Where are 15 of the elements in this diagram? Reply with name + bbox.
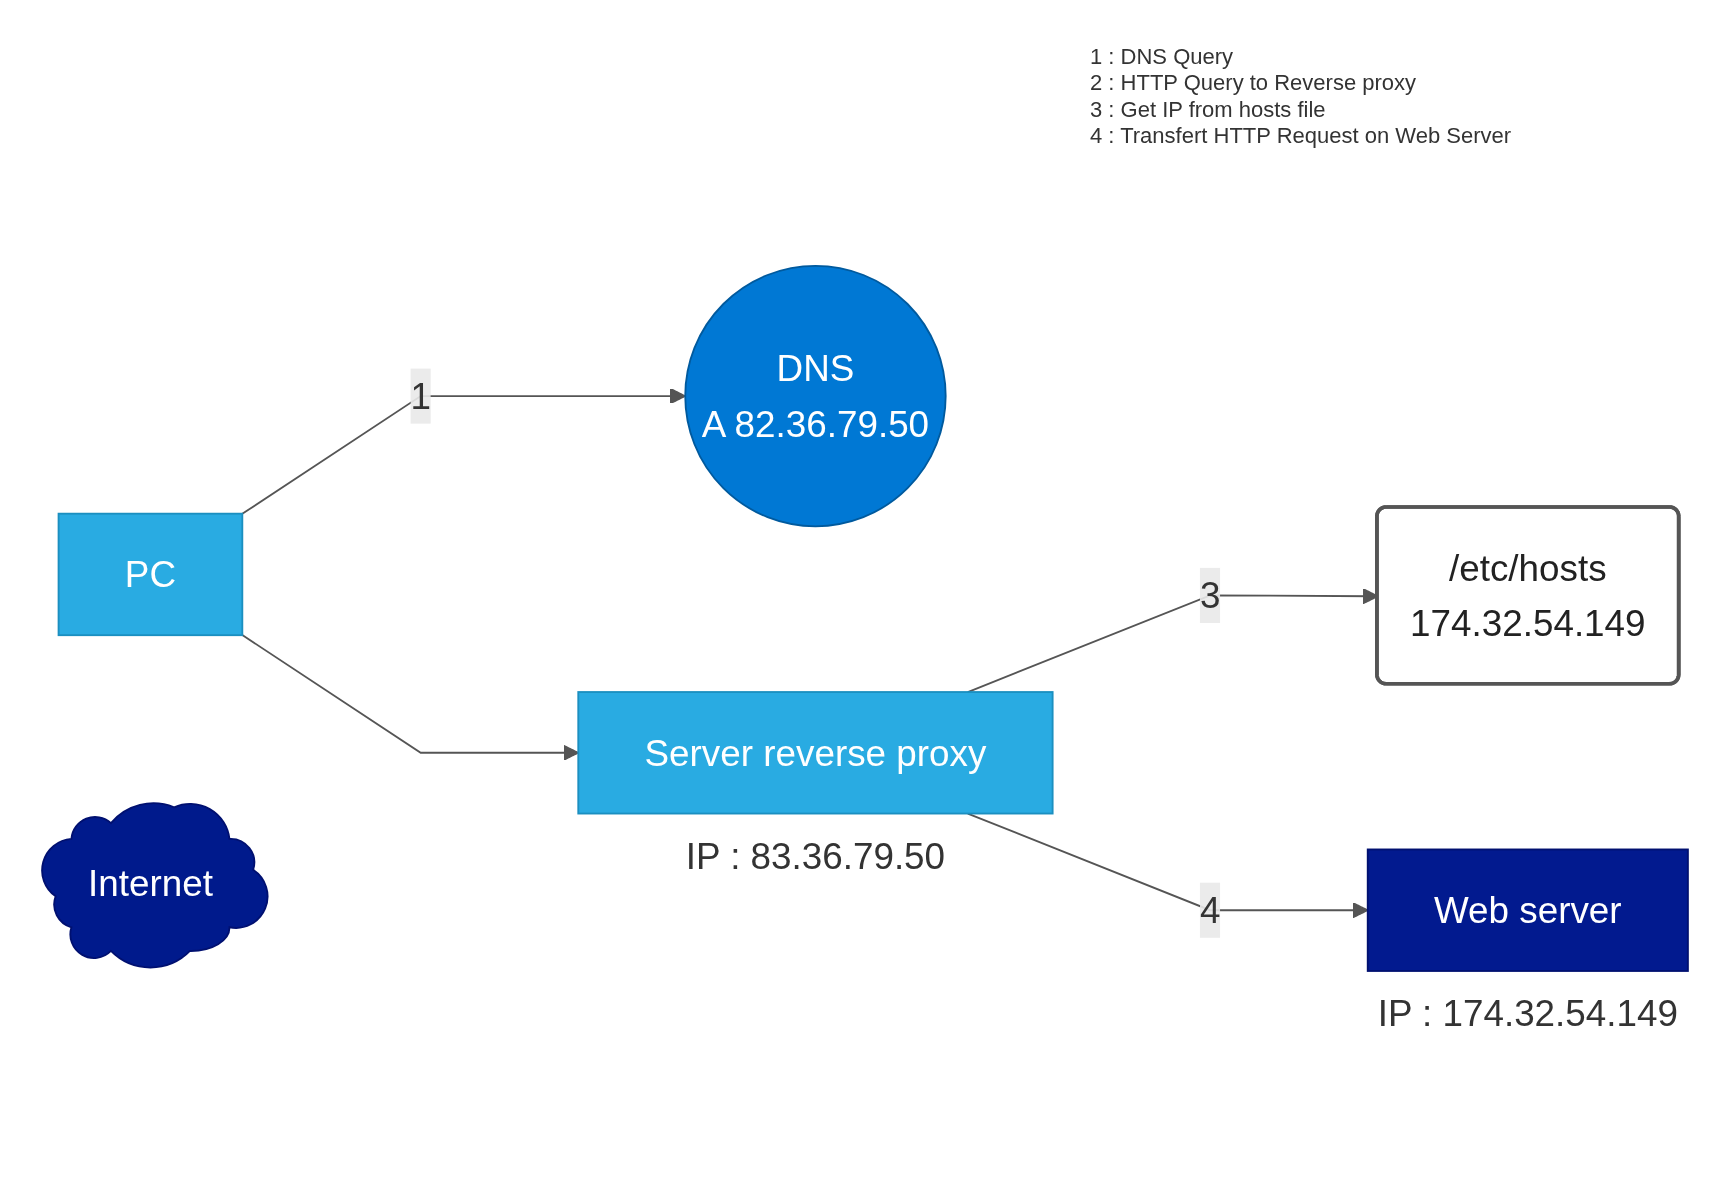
node-box: Web server <box>1366 848 1689 972</box>
arrow <box>241 634 579 761</box>
edge-label: 1 <box>410 375 431 417</box>
ip-caption: IP : 83.36.79.50 <box>685 835 946 877</box>
ip-caption: IP : 174.32.54.149 <box>1377 993 1678 1035</box>
node-circle: DNS A 82.36.79.50 <box>684 264 947 528</box>
arrow <box>241 388 686 515</box>
node-box: PC <box>57 512 244 637</box>
step-note: 2 : HTTP Query to Reverse proxy <box>1090 70 1418 97</box>
edge-label: 4 <box>1199 889 1221 931</box>
node-box: Server reverse proxy <box>577 691 1054 815</box>
step-note: 4 : Transfert HTTP Request on Web Server <box>1090 123 1512 150</box>
step-note: 1 : DNS Query <box>1090 44 1235 71</box>
step-note: 3 : Get IP from hosts file <box>1090 96 1327 124</box>
edge-label: 3 <box>1199 575 1221 616</box>
